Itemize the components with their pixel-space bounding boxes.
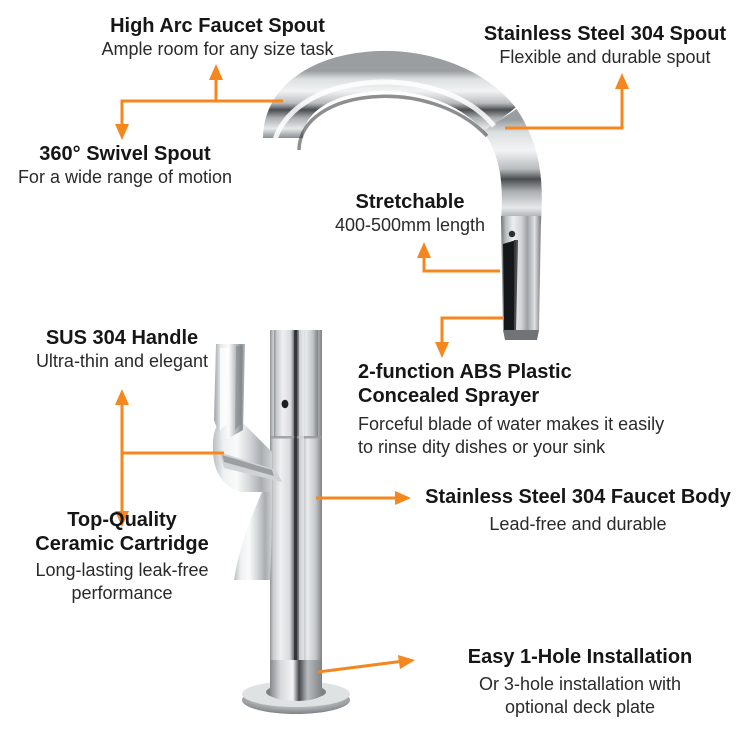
spout-arc-right-leg <box>483 108 542 224</box>
callout-desc: Ample room for any size task <box>101 39 334 59</box>
callout-title: Stainless Steel 304 Spout <box>483 23 727 45</box>
callout-concealed-sprayer: 2-function ABS Plastic Concealed Sprayer… <box>358 360 750 459</box>
callout-sus-304-handle: SUS 304 Handle Ultra-thin and elegant <box>0 326 244 373</box>
callout-title: Stretchable <box>355 191 465 213</box>
callout-desc-line1: Long-lasting leak-free <box>35 560 209 580</box>
callout-desc-line2: optional deck plate <box>504 697 656 717</box>
abs-plastic-strip <box>503 240 516 332</box>
callout-title: Easy 1-Hole Installation <box>467 646 693 668</box>
callout-title-line2: Concealed Sprayer <box>358 385 540 407</box>
callout-easy-1-hole-installation: Easy 1-Hole Installation Or 3-hole insta… <box>420 645 740 719</box>
handle-assembly <box>212 344 282 580</box>
callout-title: SUS 304 Handle <box>45 327 199 349</box>
callout-title-line1: 2-function ABS Plastic <box>358 361 572 383</box>
callout-desc-line2: to rinse dity dishes or your sink <box>358 437 606 457</box>
callout-desc-line1: Forceful blade of water makes it easily <box>358 414 665 434</box>
callout-title: 360° Swivel Spout <box>39 143 211 165</box>
callout-title: Stainless Steel 304 Faucet Body <box>425 486 731 508</box>
handle-shoulder <box>234 470 272 580</box>
callout-desc: Lead-free and durable <box>489 514 667 534</box>
sprayer-button <box>508 230 516 238</box>
callout-desc-line1: Or 3-hole installation with <box>478 674 682 694</box>
body-port-hole <box>281 399 289 409</box>
callout-title-line1: Top-Quality <box>67 509 177 531</box>
callout-stainless-steel-304-faucet-body: Stainless Steel 304 Faucet Body Lead-fre… <box>410 485 746 536</box>
callout-title-line2: Ceramic Cartridge <box>35 533 209 555</box>
faucet-base <box>242 660 350 714</box>
callout-desc: Ultra-thin and elegant <box>35 351 209 371</box>
callout-stretchable: Stretchable 400-500mm length <box>315 190 505 237</box>
callout-desc: For a wide range of motion <box>17 167 233 187</box>
callout-360-swivel-spout: 360° Swivel Spout For a wide range of mo… <box>0 142 250 189</box>
sprayer-head <box>501 216 541 340</box>
callout-title: High Arc Faucet Spout <box>110 15 325 37</box>
callout-stainless-steel-304-spout: Stainless Steel 304 Spout Flexible and d… <box>460 22 750 69</box>
callout-desc: Flexible and durable spout <box>499 47 711 67</box>
callout-desc-line2: performance <box>71 583 173 603</box>
callout-ceramic-cartridge: Top-Quality Ceramic Cartridge Long-lasti… <box>0 508 244 605</box>
callout-high-arc-faucet-spout: High Arc Faucet Spout Ample room for any… <box>55 14 380 61</box>
callout-desc: 400-500mm length <box>334 215 486 235</box>
